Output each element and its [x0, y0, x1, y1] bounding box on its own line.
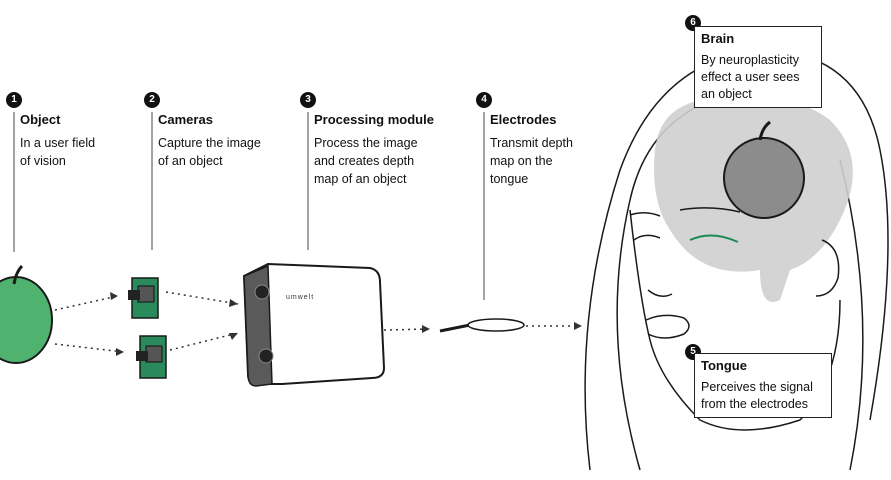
- step-description-line: from the electrodes: [701, 397, 808, 411]
- step-description-line: Capture the image: [158, 136, 261, 150]
- step-number-badge: 4: [476, 92, 492, 108]
- processing-module: [242, 262, 386, 387]
- step-title: Object: [20, 112, 61, 127]
- step-number-badge: 1: [6, 92, 22, 108]
- tongue-callout: Tongue Perceives the signal from the ele…: [694, 353, 832, 418]
- step-number-badge: 3: [300, 92, 316, 108]
- step-description-line: In a user field: [20, 136, 96, 150]
- camera-bottom: [136, 335, 167, 379]
- path-module-to-electrode: [383, 328, 431, 331]
- step-description-line: and creates depth: [314, 154, 415, 168]
- step-description-line: By neuroplasticity: [701, 53, 799, 67]
- apple-illustration: [0, 264, 53, 364]
- step-description-line: tongue: [490, 172, 529, 186]
- path-apple-to-camera-top: [54, 295, 119, 311]
- brain-callout: Brain By neuroplasticity effect a user s…: [694, 26, 822, 108]
- step-description-line: Process the image: [314, 136, 418, 150]
- device-label: umwelt: [286, 294, 314, 301]
- face-details: [629, 207, 840, 339]
- step-title: Tongue: [701, 358, 747, 373]
- step-description-line: effect a user sees: [701, 70, 800, 84]
- step-title: Cameras: [158, 112, 213, 127]
- path-camera-bottom-to-module: [169, 332, 239, 351]
- step-description-line: an object: [701, 87, 752, 101]
- step-title: Processing module: [314, 112, 434, 127]
- apple-in-brain: [723, 120, 805, 219]
- step-description-line: map on the: [490, 154, 553, 168]
- step-description-line: of vision: [20, 154, 66, 168]
- electrode-device: [439, 318, 525, 333]
- step-title: Brain: [701, 31, 735, 46]
- step-title: Electrodes: [490, 112, 557, 127]
- step-description-line: map of an object: [314, 172, 407, 186]
- path-apple-to-camera-bottom: [54, 343, 125, 353]
- step-description-line: Perceives the signal: [701, 380, 813, 394]
- path-camera-top-to-module: [165, 291, 239, 305]
- camera-top: [128, 277, 159, 319]
- step-description-line: of an object: [158, 154, 223, 168]
- step-description-line: Transmit depth: [490, 136, 573, 150]
- step-number-badge: 2: [144, 92, 160, 108]
